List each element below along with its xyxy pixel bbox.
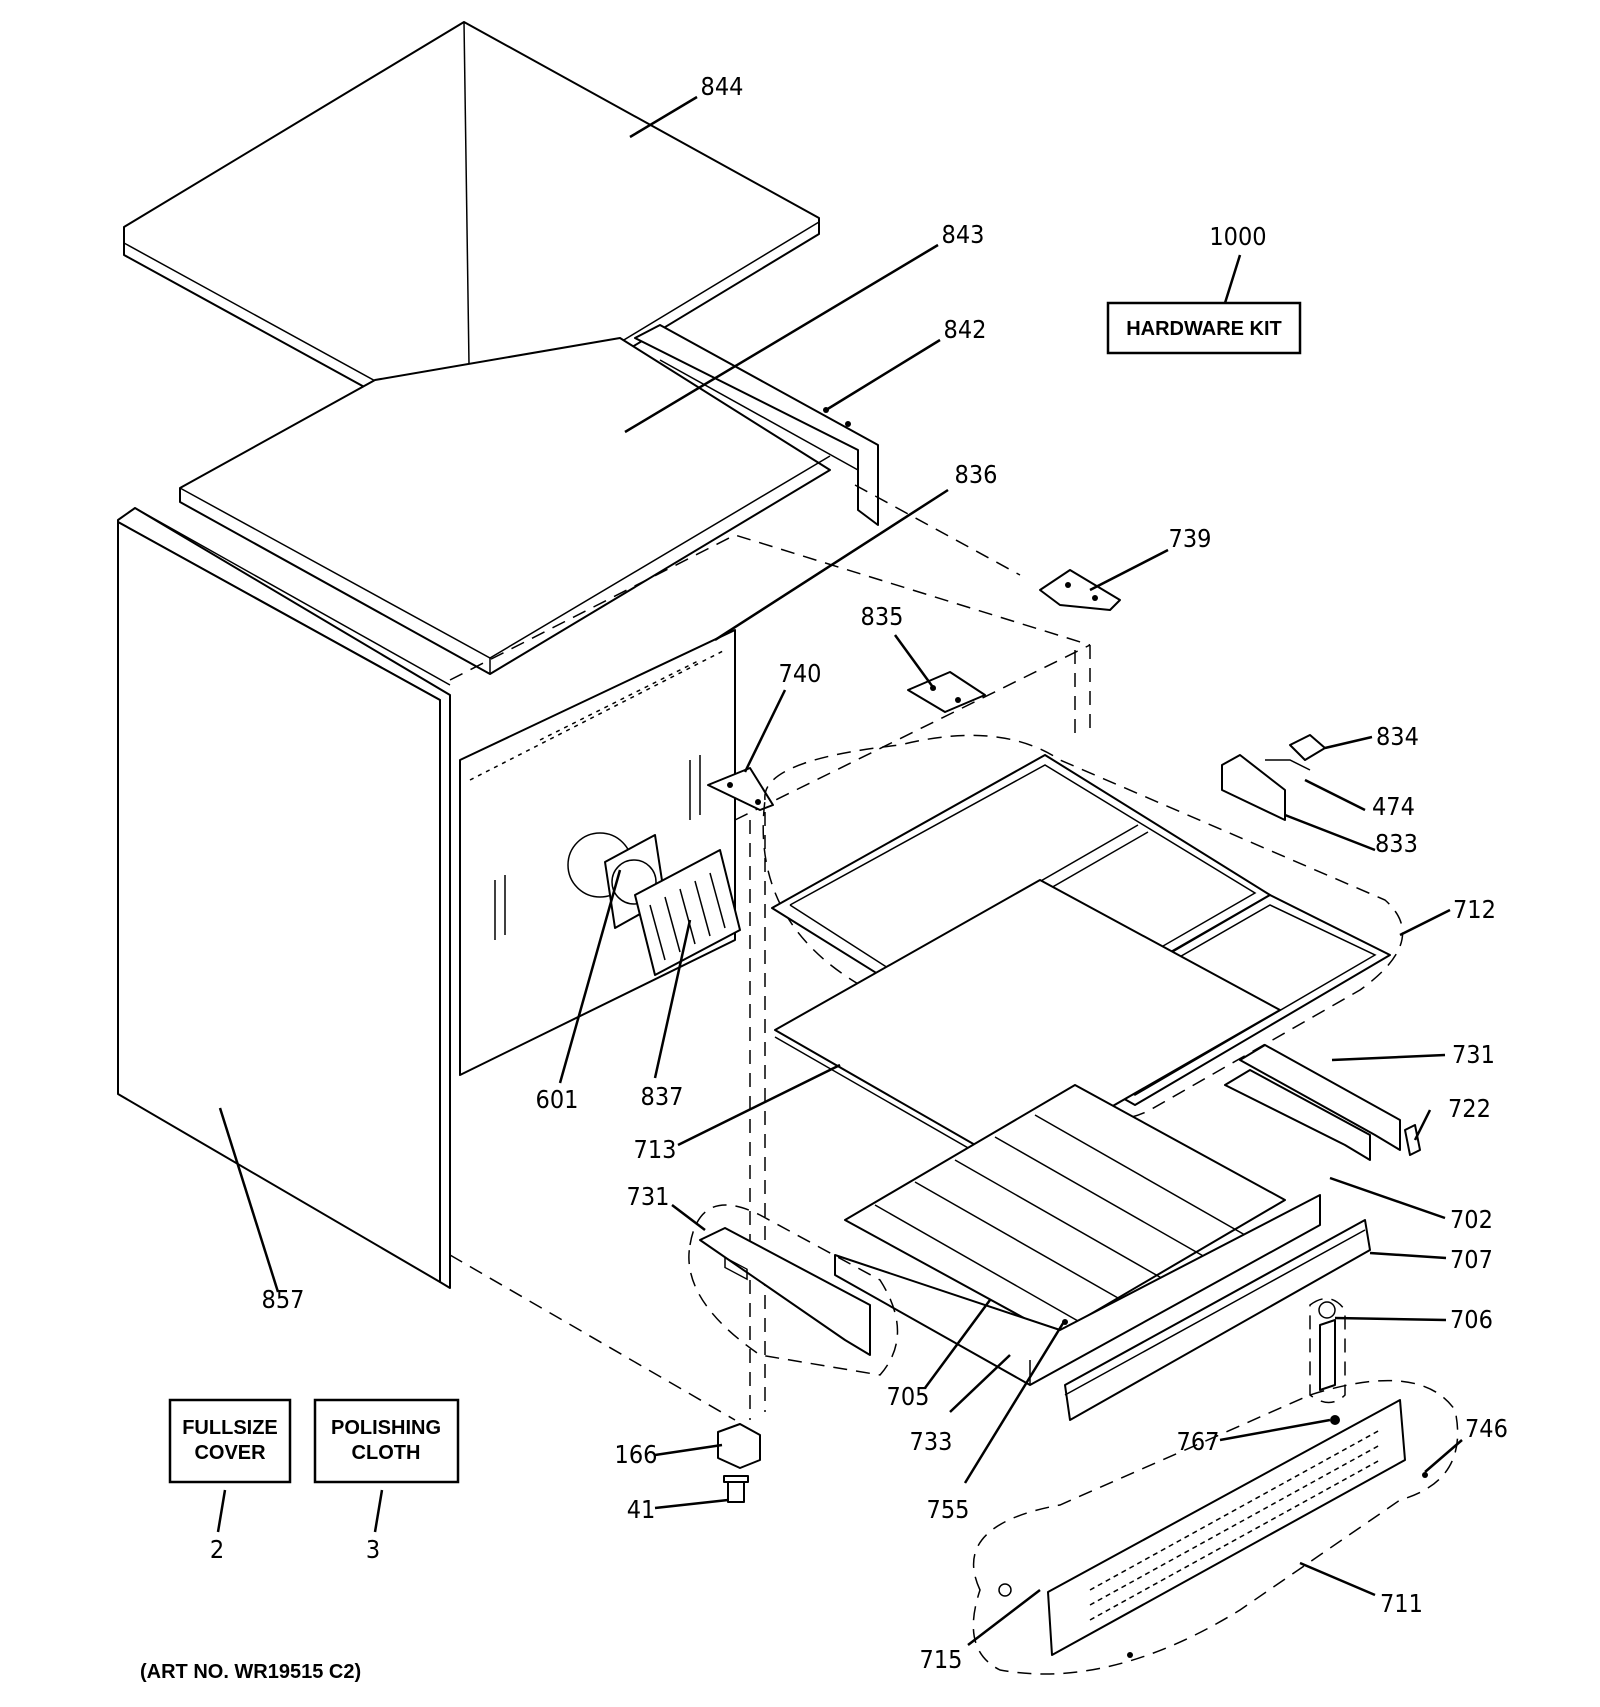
leveling-foot-41 — [723, 1475, 749, 1503]
label-712: 712 — [1453, 895, 1496, 924]
fan-shroud-837 — [634, 849, 741, 976]
side-panel-857 — [117, 507, 451, 1289]
label-833: 833 — [1375, 829, 1418, 858]
label-474: 474 — [1372, 792, 1415, 821]
label-767: 767 — [1177, 1427, 1220, 1456]
leader-lines — [216, 95, 1463, 1646]
hardware-kit-box: HARDWARE KIT — [1106, 301, 1302, 355]
wire-474 — [1265, 759, 1311, 771]
trim-strip-707 — [1064, 1219, 1371, 1421]
cabinet-outline — [449, 484, 1091, 1421]
grille-711 — [972, 1379, 1459, 1675]
label-706: 706 — [1450, 1305, 1493, 1334]
label-713: 713 — [634, 1135, 677, 1164]
label-711: 711 — [1380, 1589, 1423, 1618]
fullsize-cover-label-line2: COVER — [194, 1442, 266, 1464]
label-837: 837 — [641, 1082, 684, 1111]
hinge-bracket-835 — [907, 671, 986, 713]
slide-rail-731-left — [688, 1204, 899, 1376]
label-601: 601 — [536, 1085, 579, 1114]
label-166: 166 — [615, 1440, 658, 1469]
leg-bracket-166 — [717, 1423, 761, 1469]
top-panel-843 — [179, 337, 831, 675]
label-857: 857 — [262, 1285, 305, 1314]
label-731-right: 731 — [1452, 1040, 1495, 1069]
label-3: 3 — [366, 1535, 380, 1564]
drawer-basket-705 — [844, 1084, 1286, 1336]
label-702: 702 — [1450, 1205, 1493, 1234]
hinge-706 — [1309, 1297, 1346, 1404]
label-739: 739 — [1169, 524, 1212, 553]
label-755: 755 — [927, 1495, 970, 1524]
label-843: 843 — [942, 220, 985, 249]
hinge-bracket-739 — [1039, 569, 1121, 611]
hardware-kit-label: HARDWARE KIT — [1126, 318, 1282, 340]
label-715: 715 — [920, 1645, 963, 1674]
label-41: 41 — [627, 1495, 656, 1524]
label-707: 707 — [1450, 1245, 1493, 1274]
label-836: 836 — [955, 460, 998, 489]
fullsize-cover-box: FULLSIZE COVER — [168, 1398, 292, 1484]
clip-722 — [1404, 1124, 1421, 1156]
label-1000: 1000 — [1209, 222, 1266, 251]
label-731-left: 731 — [627, 1182, 670, 1211]
part-number-labels: 844 843 842 1000 836 739 835 740 834 474… — [210, 72, 1508, 1674]
label-746: 746 — [1465, 1414, 1508, 1443]
label-835: 835 — [861, 602, 904, 631]
polishing-cloth-label-line1: POLISHING — [331, 1417, 441, 1439]
label-722: 722 — [1448, 1094, 1491, 1123]
art-number: (ART NO. WR19515 C2) — [140, 1661, 361, 1683]
label-834: 834 — [1376, 722, 1419, 751]
label-844: 844 — [701, 72, 744, 101]
fullsize-cover-label-line1: FULLSIZE — [182, 1417, 278, 1439]
label-842: 842 — [944, 315, 987, 344]
hinge-bracket-740 — [707, 767, 774, 811]
rear-panel-836 — [459, 629, 736, 1076]
slide-rail-731-right — [1224, 1044, 1401, 1161]
label-740: 740 — [779, 659, 822, 688]
panel-833 — [1221, 754, 1286, 821]
label-733: 733 — [910, 1427, 953, 1456]
part-834 — [1289, 734, 1326, 761]
polishing-cloth-label-line2: CLOTH — [352, 1442, 421, 1464]
grille-slots — [1089, 1429, 1381, 1621]
polishing-cloth-box: POLISHING CLOTH — [313, 1398, 460, 1484]
vent-slots — [469, 649, 726, 940]
label-2: 2 — [210, 1535, 224, 1564]
label-705: 705 — [887, 1382, 930, 1411]
